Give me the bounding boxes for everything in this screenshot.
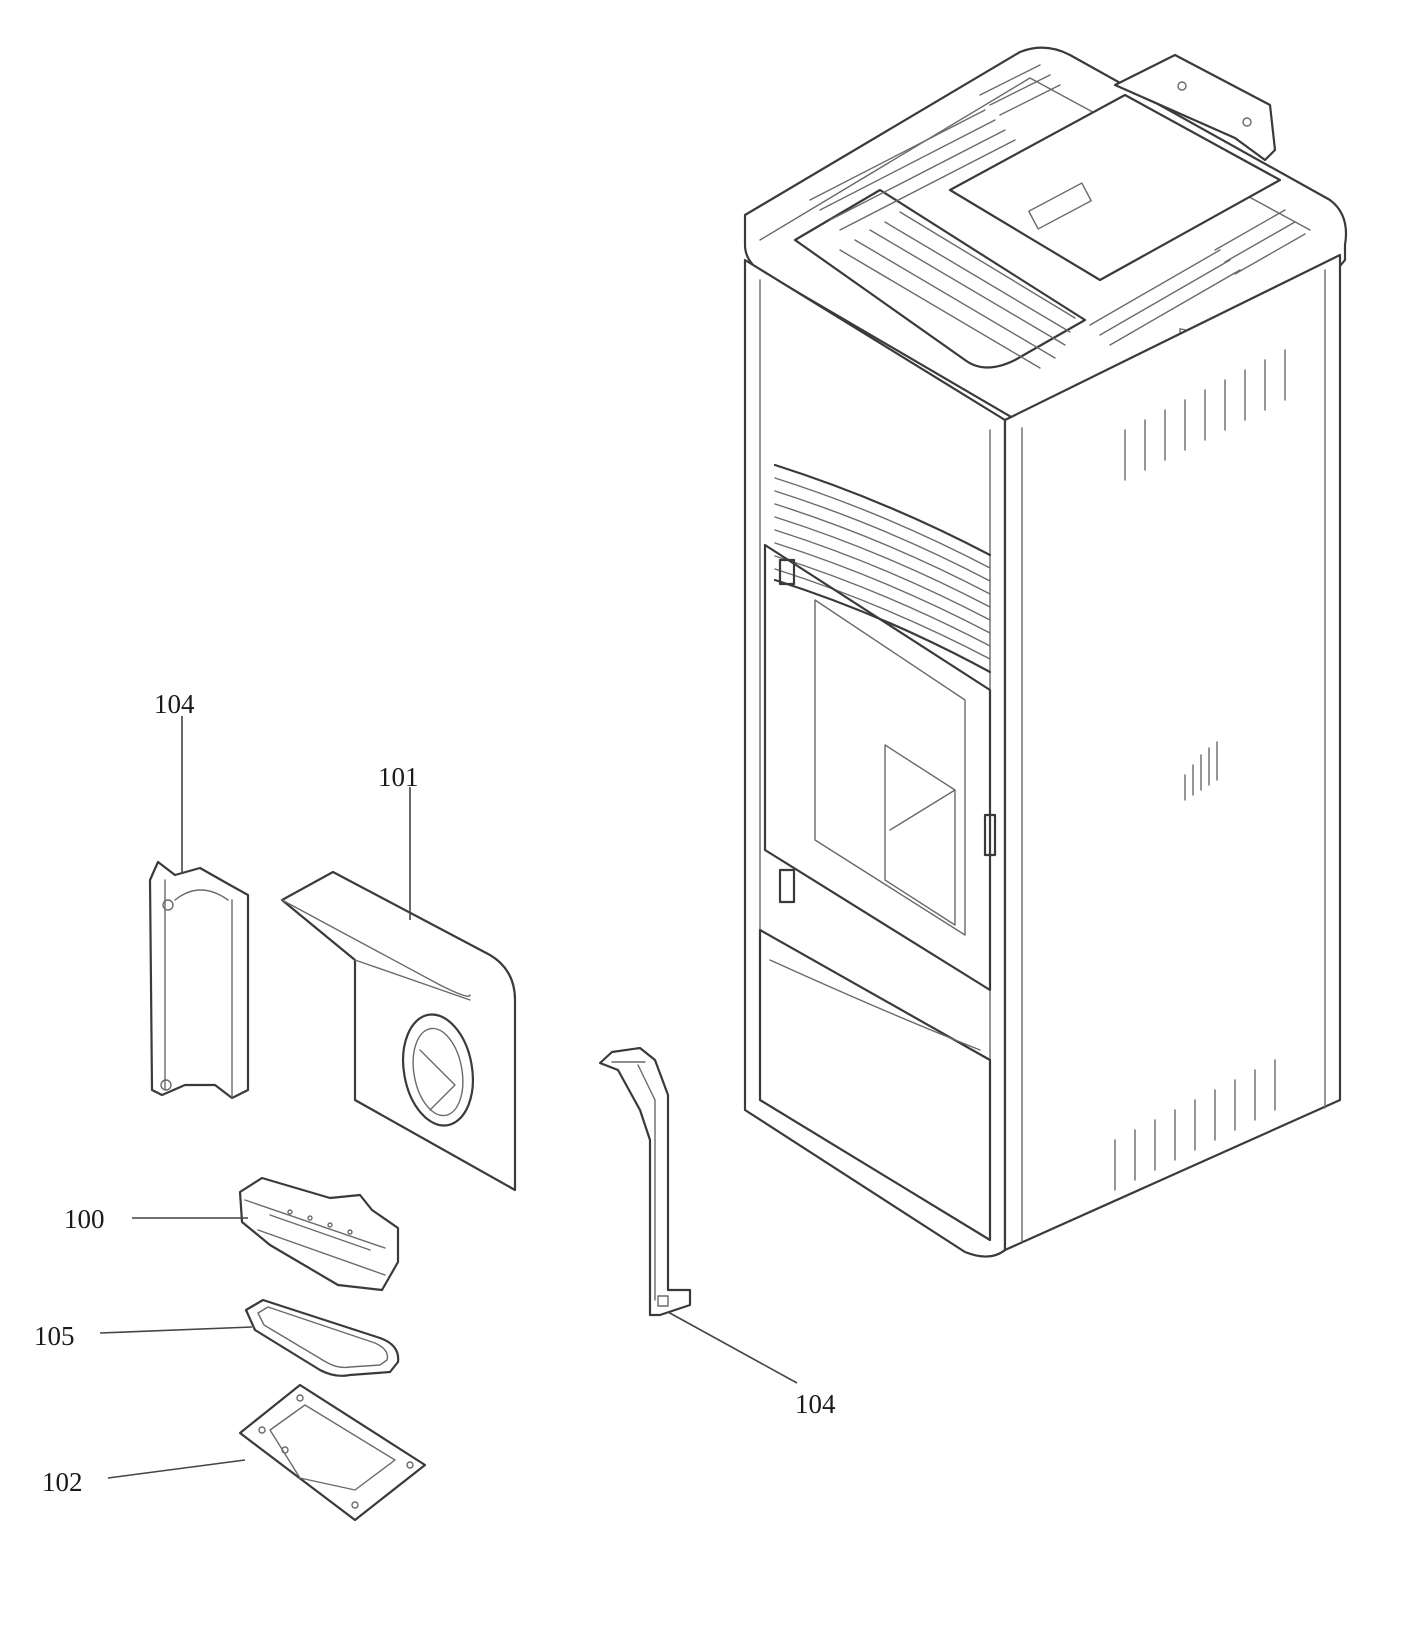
side-louvres-lower [1114,1059,1276,1191]
callout-104-top: 104 [154,689,195,719]
side-louvres-upper [1124,349,1286,481]
leader-105 [99,1326,253,1334]
leader-102 [107,1459,246,1479]
part-102-base-plate [238,1383,427,1522]
part-100-brazier [238,1176,400,1292]
leader-lines [99,716,798,1479]
part-105-gasket [244,1298,400,1377]
side-logo-mark [1184,741,1218,801]
leader-104-bottom [667,1311,798,1384]
top-vent-slots [809,64,1306,369]
callout-101: 101 [378,762,419,792]
callout-labels: 104 101 100 105 102 104 [34,689,836,1497]
front-grille [773,463,992,674]
part-101-back-panel [280,870,517,1192]
part-104-holder [148,860,250,1100]
part-104-bracket [598,1046,692,1317]
pellet-stove [743,46,1348,1258]
callout-102: 102 [42,1467,83,1497]
callout-105: 105 [34,1321,75,1351]
callout-100: 100 [64,1204,105,1234]
callout-104-bottom: 104 [795,1389,836,1419]
